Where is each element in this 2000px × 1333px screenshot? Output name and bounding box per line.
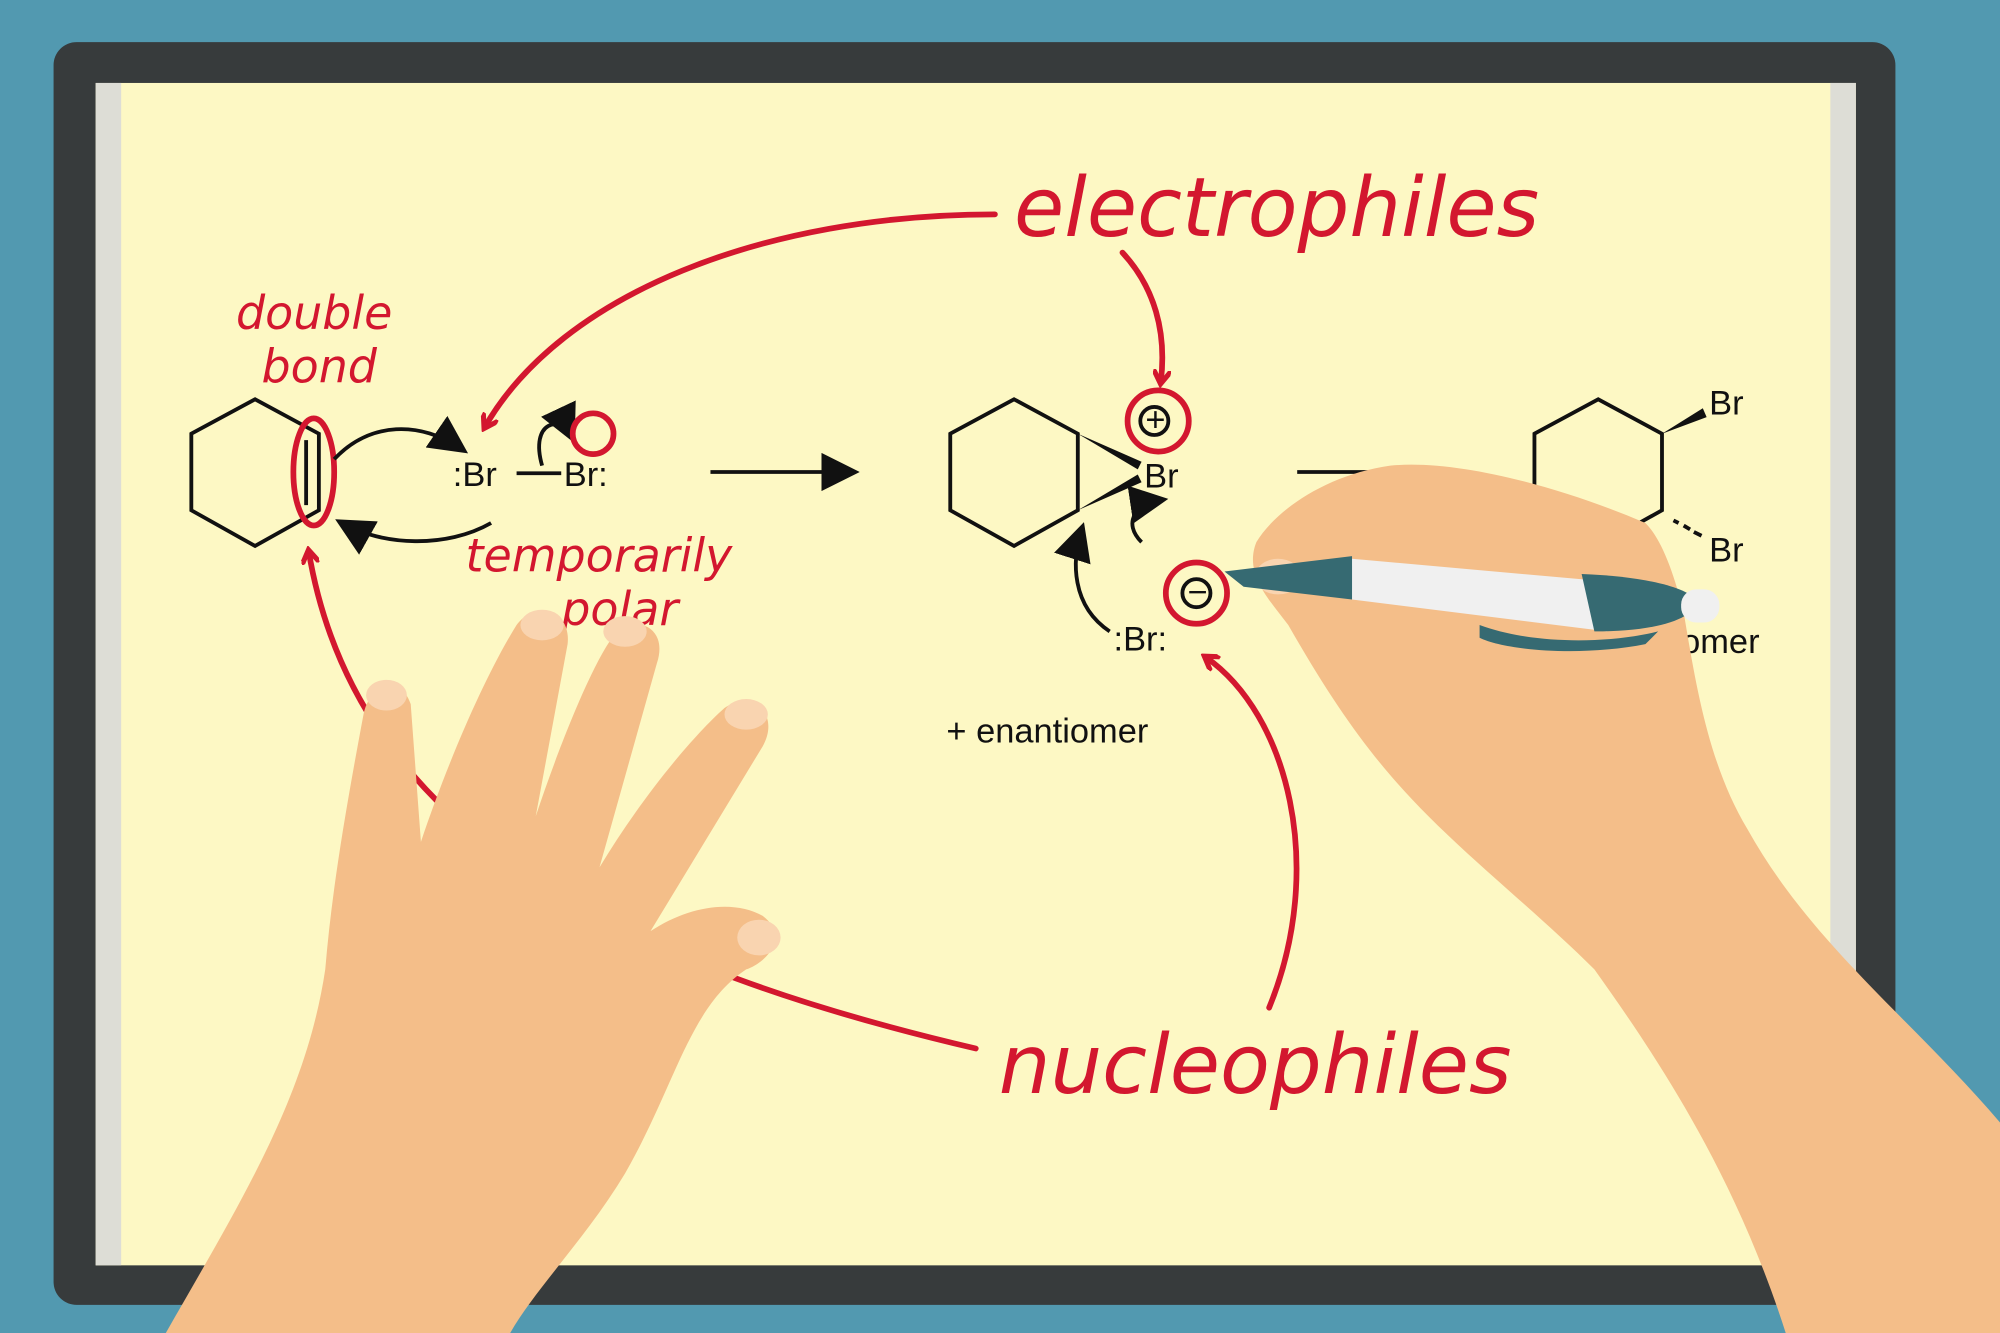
electrophiles-label: electrophiles: [1014, 161, 1539, 256]
electrophile-arrow-to-bromonium: [1119, 249, 1162, 383]
bromonium-br: Br: [1144, 457, 1178, 495]
nucleophiles-label: nucleophiles: [999, 1018, 1512, 1113]
cyclohexene: [189, 397, 321, 549]
minus-charge: −: [1188, 573, 1208, 611]
product-br-bottom: Br: [1709, 531, 1743, 569]
enantiomer-label: + enantiomer: [946, 712, 1148, 750]
br-right: Br:: [564, 456, 608, 494]
temporarily-polar-label: temporarily: [466, 528, 734, 582]
product-enantiomer-label: omer: [1681, 623, 1759, 661]
screen-edge-left: [95, 82, 122, 1266]
product-br-top: Br: [1709, 385, 1743, 423]
br-left: :Br: [453, 456, 497, 494]
left-hand-icon: [165, 609, 781, 1333]
nucleophile-arrow-to-bromide: [1205, 657, 1300, 1011]
double-bond-label: bond: [261, 340, 377, 394]
plus-charge-circle: [1124, 387, 1192, 455]
minus-charge-circle: [1162, 559, 1230, 627]
lone-pair-circle: [569, 410, 617, 457]
bromonium-ion: [948, 397, 1142, 549]
double-bond-circle: [290, 415, 338, 529]
plus-charge: +: [1145, 401, 1165, 439]
double-bond-label: double: [236, 286, 392, 340]
pen-icon: [1224, 556, 1720, 652]
electrophile-arrow-to-br: [485, 211, 998, 427]
bromide-br: :Br:: [1114, 621, 1168, 659]
